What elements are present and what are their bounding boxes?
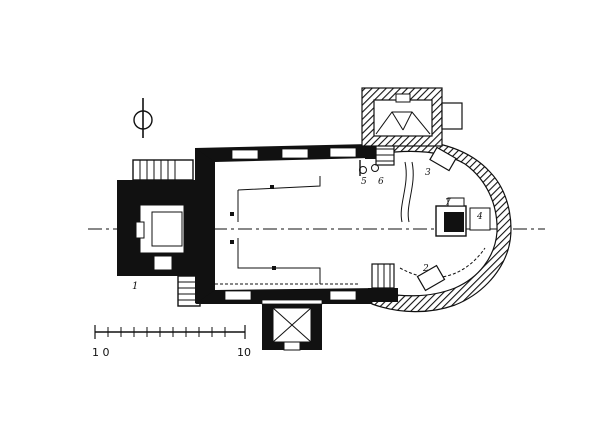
lectern [371,263,395,289]
nave-fittings [215,160,361,285]
label-font: 2 [422,264,429,274]
label-sedilia: 5 [361,177,367,187]
altar [435,197,491,237]
scale-end-label: 10 [237,346,251,359]
chancel-steps [375,142,395,166]
label-altar: 4 [476,212,483,222]
chancel-interior [399,161,486,278]
nave-walls [195,144,380,304]
stair-northwest [132,159,194,181]
pew-marker [230,212,234,216]
sacristy [361,87,463,147]
sedilia-marker [359,166,367,174]
scale-bar: 1 0 10 [92,325,251,359]
label-pulpit: 3 [425,168,431,178]
pulpit [429,146,457,172]
pew-marker [272,266,276,270]
west-tower [117,180,209,276]
scale-start-label: 1 0 [92,346,110,359]
label-tower: 1 [132,281,138,292]
font [416,264,446,292]
pew-marker [230,240,234,244]
north-arrow-icon [133,98,153,138]
label-sacristy: 7 [445,198,451,208]
label-lectern: 6 [378,177,384,187]
south-porch [261,299,323,351]
pew-marker [270,185,274,189]
lectern-marker [371,164,379,172]
